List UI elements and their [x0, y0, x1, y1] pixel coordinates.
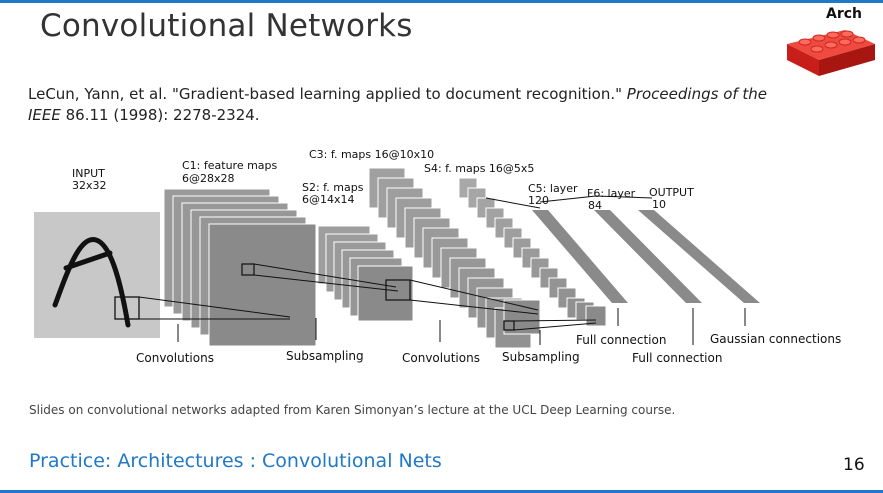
label-full-connection-2: Full connection [632, 351, 722, 365]
label-f6-name: F6: layer [587, 187, 636, 200]
s4-feature-maps [458, 177, 607, 327]
citation: LeCun, Yann, et al. "Gradient-based lear… [28, 84, 788, 126]
label-c1-name: C1: feature maps [182, 159, 278, 172]
output-layer-band [638, 210, 760, 303]
citation-authors: LeCun, Yann, et al. "Gradient-based lear… [28, 85, 627, 103]
c3-feature-maps [368, 167, 541, 349]
label-output-name: OUTPUT [649, 186, 694, 199]
lego-brick-icon [787, 30, 875, 76]
lenet-architecture-diagram: INPUT 32x32 C1: feature maps 6@28x28 S2:… [34, 148, 841, 365]
operation-ticks [177, 308, 746, 345]
c1-receptive-field [241, 263, 255, 276]
label-c5-name: C5: layer [528, 182, 578, 195]
label-output-size: 10 [652, 198, 666, 211]
footnote: Slides on convolutional networks adapted… [29, 403, 676, 417]
slide-title: Convolutional Networks [40, 8, 413, 44]
page-number: 16 [843, 455, 865, 475]
f6-layer-band [594, 210, 702, 303]
label-input-size: 32x32 [72, 179, 107, 192]
label-f6-size: 84 [588, 199, 602, 212]
c5-layer-band [532, 210, 628, 303]
label-c5-size: 120 [528, 194, 549, 207]
label-convolutions-2: Convolutions [402, 351, 480, 365]
label-convolutions-1: Convolutions [136, 351, 214, 365]
label-s4: S4: f. maps 16@5x5 [424, 162, 534, 175]
citation-journal-1: Proceedings of the [626, 85, 768, 103]
connection-lines [138, 195, 653, 331]
label-gaussian-connections: Gaussian connections [710, 332, 841, 346]
c1-feature-maps [163, 188, 317, 347]
footer-section-title: Practice: Architectures : Convolutional … [29, 450, 442, 472]
input-receptive-field [114, 296, 140, 320]
label-c1-size: 6@28x28 [182, 172, 235, 185]
handwritten-a-icon [52, 237, 131, 328]
label-subsampling-2: Subsampling [502, 350, 580, 364]
label-s2-name: S2: f. maps [302, 181, 364, 194]
label-s2-size: 6@14x14 [302, 193, 355, 206]
label-c3: C3: f. maps 16@10x10 [309, 148, 434, 161]
citation-details: 86.11 (1998): 2278-2324. [60, 106, 260, 124]
label-input-name: INPUT [72, 167, 105, 180]
c3-receptive-field [503, 320, 515, 331]
arch-badge-label: Arch [826, 6, 863, 22]
citation-journal-2: IEEE [28, 106, 61, 124]
bottom-rule [0, 490, 883, 493]
s2-feature-maps [317, 225, 414, 322]
top-rule [0, 0, 883, 3]
label-subsampling-1: Subsampling [286, 349, 364, 363]
label-full-connection-1: Full connection [576, 333, 666, 347]
